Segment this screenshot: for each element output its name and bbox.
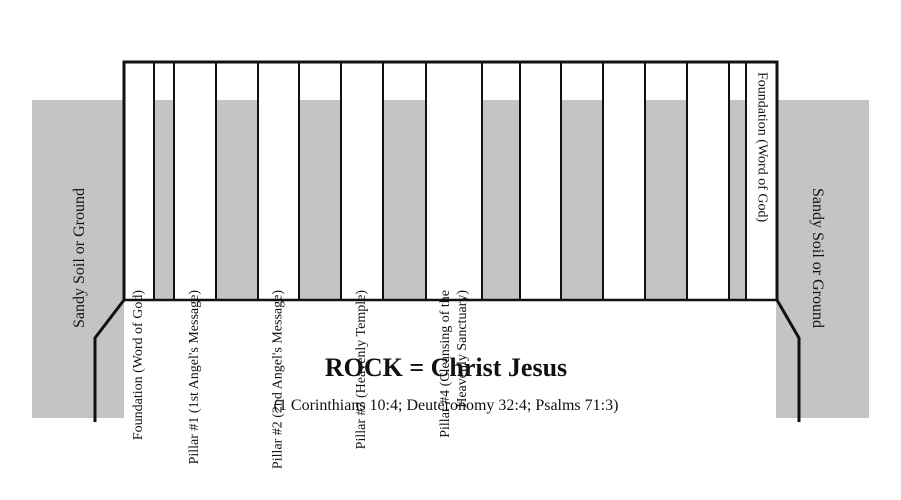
- column-16: [728, 61, 747, 301]
- column-7: Pillar #3 (Heavenly Temple): [340, 61, 384, 450]
- column-label: Heavenly Sanctuary): [455, 290, 470, 408]
- column-5: Pillar #2 (2nd Angel's Message): [257, 61, 300, 469]
- column-background: [426, 62, 482, 300]
- column-label: Pillar #4 (Cleansing of the: [438, 290, 453, 438]
- sand-right: [776, 100, 869, 418]
- column-background: [124, 62, 154, 300]
- column-label: Pillar #2 (2nd Angel's Message): [271, 290, 286, 469]
- column-17: Foundation (Word of God): [745, 61, 778, 301]
- column-gray-fill: [482, 100, 520, 300]
- column-gray-fill: [383, 100, 426, 300]
- column-background: [174, 62, 216, 300]
- column-1: Foundation (Word of God): [123, 61, 155, 440]
- column-gray-fill: [645, 100, 687, 300]
- sand-left: [32, 100, 124, 418]
- column-12: [560, 61, 604, 301]
- sand-label-left: Sandy Soil or Ground: [71, 188, 88, 328]
- column-background: [520, 62, 561, 300]
- column-10: [481, 61, 521, 301]
- column-gray-fill: [561, 100, 603, 300]
- column-background: [341, 62, 383, 300]
- column-background: [603, 62, 645, 300]
- rock-outline: [93, 60, 801, 422]
- column-label: Foundation (Word of God): [131, 290, 146, 440]
- column-background: [746, 62, 777, 300]
- column-label: Pillar #3 (Heavenly Temple): [354, 290, 369, 450]
- column-11: [519, 61, 562, 301]
- column-8: [382, 61, 427, 301]
- column-label: Pillar #1 (1st Angel's Message): [187, 290, 202, 465]
- column-gray-fill: [216, 100, 258, 300]
- column-3: Pillar #1 (1st Angel's Message): [173, 61, 217, 465]
- sand-label-right: Sandy Soil or Ground: [809, 188, 826, 328]
- column-13: [602, 61, 646, 301]
- column-background: [687, 62, 729, 300]
- column-gray-fill: [299, 100, 341, 300]
- column-2: [153, 61, 175, 301]
- column-gray-fill: [154, 100, 174, 300]
- column-gray-fill: [729, 100, 746, 300]
- column-group: Foundation (Word of God) Pillar #1 (1st A…: [123, 61, 778, 469]
- rock-title: ROCK = Christ Jesus: [325, 353, 567, 382]
- column-label: Foundation (Word of God): [754, 72, 769, 222]
- column-4: [215, 61, 259, 301]
- column-15: [686, 61, 730, 301]
- column-6: [298, 61, 342, 301]
- column-background: [258, 62, 299, 300]
- rock-references: (1 Corinthians 10:4; Deuteronomy 32:4; P…: [274, 397, 619, 414]
- column-14: [644, 61, 688, 301]
